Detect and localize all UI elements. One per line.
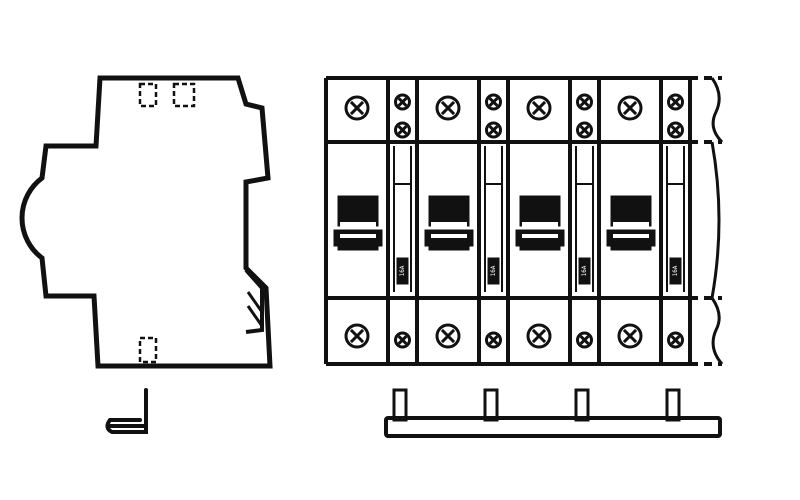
toggle-lever [606,195,656,251]
breaker-side-view [19,75,273,369]
toggle-lever [515,195,565,251]
toggle-lever [333,195,383,251]
small-screw-icon [667,331,684,349]
small-screw-icon [394,93,411,111]
rating-label-text: 16A [672,265,679,276]
breaker-front-view: 16A 16A 16A 16A [324,76,724,366]
rating-label: 16A [487,257,500,285]
terminal-screw-icon [344,323,370,349]
terminal-screw-icon [617,95,643,121]
rating-label: 16A [578,257,591,285]
small-screw-icon [576,93,593,111]
terminal-screw-icon [617,323,643,349]
small-screw-icon [576,121,593,139]
busbar-pin [665,388,681,422]
rating-label: 16A [396,257,409,285]
small-screw-icon [394,121,411,139]
busbar-pin [483,388,499,422]
terminal-screw-icon [435,95,461,121]
terminal-screw-icon [526,323,552,349]
terminal-screw-icon [344,95,370,121]
breaker-module: 16A [333,78,419,364]
small-screw-icon [667,121,684,139]
mounting-clip [105,388,148,434]
small-screw-icon [485,93,502,111]
busbar-comb [384,388,722,438]
rating-label-text: 16A [581,265,588,276]
breaker-module: 16A [424,78,510,364]
toggle-lever [424,195,474,251]
terminal-screw-icon [435,323,461,349]
rating-label-text: 16A [399,265,406,276]
small-screw-icon [576,331,593,349]
small-screw-icon [485,331,502,349]
small-screw-icon [485,121,502,139]
rating-label-text: 16A [490,265,497,276]
rating-label: 16A [669,257,682,285]
small-screw-icon [667,93,684,111]
busbar-pin [392,388,408,422]
busbar-pin [574,388,590,422]
breaker-module: 16A [606,78,692,364]
breaker-module: 16A [515,78,601,364]
terminal-screw-icon [526,95,552,121]
small-screw-icon [394,331,411,349]
